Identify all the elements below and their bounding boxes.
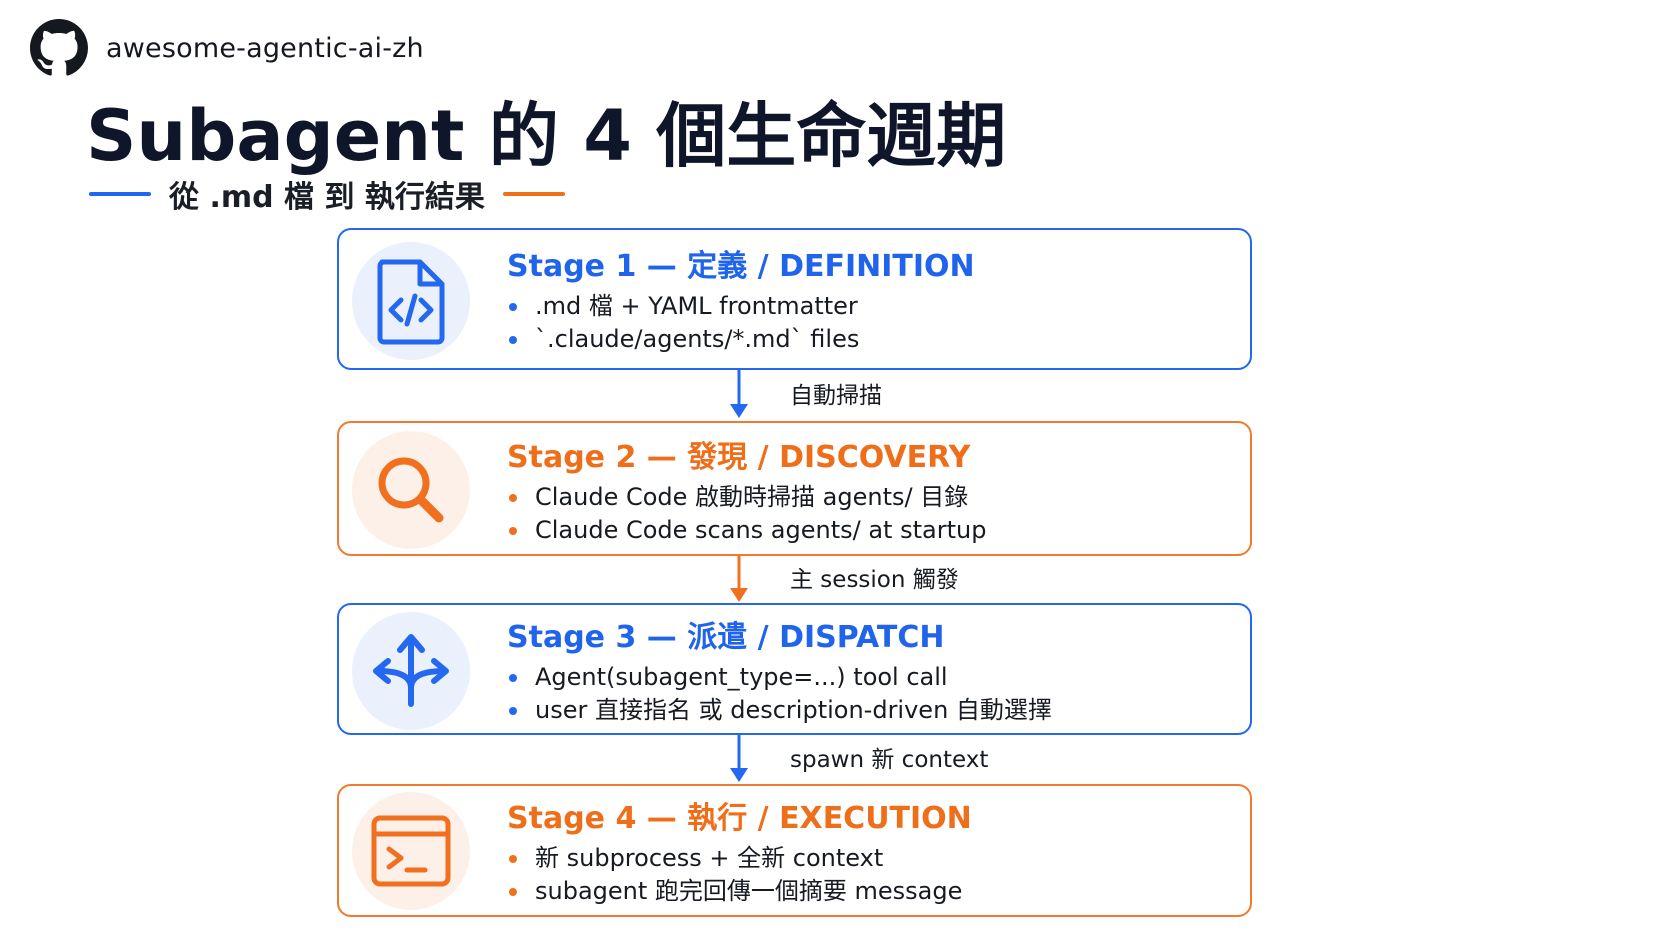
stage-3-bullet: Agent(subagent_type=...) tool call <box>507 661 1234 694</box>
stage-4-body: Stage 4 — 執行 / EXECUTION 新 subprocess + … <box>507 800 1234 908</box>
code-file-icon <box>352 242 470 360</box>
connector-label-1: 自動掃描 <box>790 383 882 409</box>
stage-1-bullet: .md 檔 + YAML frontmatter <box>507 290 1234 323</box>
page-title: Subagent 的 4 個生命週期 <box>86 95 1007 177</box>
stage-4-card: Stage 4 — 執行 / EXECUTION 新 subprocess + … <box>337 784 1252 917</box>
stage-2-body: Stage 2 — 發現 / DISCOVERY Claude Code 啟動時… <box>507 439 1234 547</box>
subtitle-rule-left <box>89 192 151 196</box>
stage-4-bullets: 新 subprocess + 全新 context subagent 跑完回傳一… <box>507 842 1234 908</box>
brand-header: awesome-agentic-ai-zh <box>30 18 424 78</box>
stage-4-title: Stage 4 — 執行 / EXECUTION <box>507 801 972 836</box>
stage-2-bullet: Claude Code 啟動時掃描 agents/ 目錄 <box>507 481 1234 514</box>
stage-3-bullets: Agent(subagent_type=...) tool call user … <box>507 661 1234 727</box>
stage-1-card: Stage 1 — 定義 / DEFINITION .md 檔 + YAML f… <box>337 228 1252 370</box>
stage-3-title: Stage 3 — 派遣 / DISPATCH <box>507 620 945 655</box>
connector-arrow-1 <box>727 370 751 420</box>
stage-1-bullet: `.claude/agents/*.md` files <box>507 323 1234 356</box>
stage-4-bullet: subagent 跑完回傳一個摘要 message <box>507 875 1234 908</box>
connector-arrow-3 <box>727 735 751 784</box>
search-icon <box>352 431 470 549</box>
stage-1-title: Stage 1 — 定義 / DEFINITION <box>507 249 975 284</box>
repo-name[interactable]: awesome-agentic-ai-zh <box>106 32 424 64</box>
stage-1-body: Stage 1 — 定義 / DEFINITION .md 檔 + YAML f… <box>507 248 1234 356</box>
connector-label-3: spawn 新 context <box>790 747 989 773</box>
stage-3-body: Stage 3 — 派遣 / DISPATCH Agent(subagent_t… <box>507 619 1234 727</box>
stage-2-bullet: Claude Code scans agents/ at startup <box>507 514 1234 547</box>
split-arrows-icon <box>352 612 470 730</box>
subtitle-rule-right <box>502 192 565 196</box>
stage-4-bullet: 新 subprocess + 全新 context <box>507 842 1234 875</box>
subtitle-text: 從 .md 檔 到 執行結果 <box>169 180 485 215</box>
stage-3-bullet: user 直接指名 或 description-driven 自動選擇 <box>507 694 1234 727</box>
stage-2-title: Stage 2 — 發現 / DISCOVERY <box>507 440 971 475</box>
subtitle: 從 .md 檔 到 執行結果 <box>89 172 565 216</box>
github-icon[interactable] <box>30 19 88 77</box>
stage-2-bullets: Claude Code 啟動時掃描 agents/ 目錄 Claude Code… <box>507 481 1234 547</box>
connector-label-2: 主 session 觸發 <box>790 567 959 593</box>
stage-2-card: Stage 2 — 發現 / DISCOVERY Claude Code 啟動時… <box>337 421 1252 556</box>
connector-arrow-2 <box>727 556 751 604</box>
stage-3-card: Stage 3 — 派遣 / DISPATCH Agent(subagent_t… <box>337 603 1252 735</box>
terminal-icon <box>352 792 470 910</box>
stage-1-bullets: .md 檔 + YAML frontmatter `.claude/agents… <box>507 290 1234 356</box>
